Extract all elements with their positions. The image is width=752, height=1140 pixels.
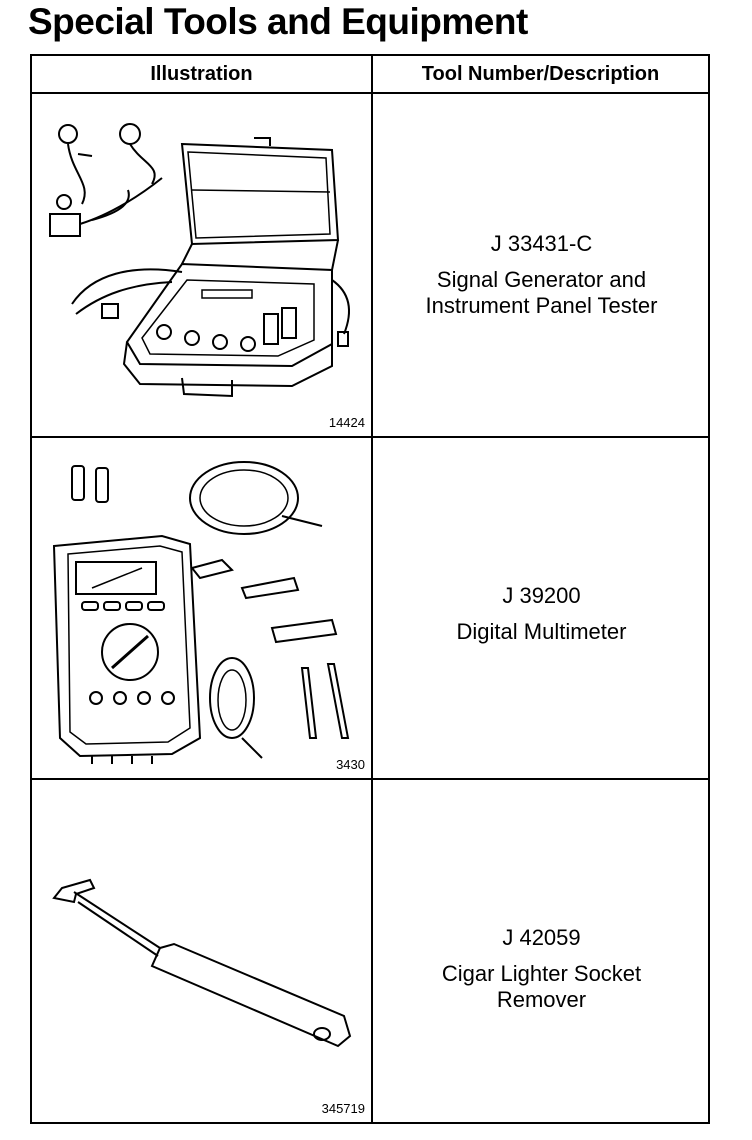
- cigar-lighter-socket-remover-icon: [52, 878, 352, 1048]
- tool-number: J 42059: [502, 925, 581, 950]
- signal-generator-tester-kit-icon: [49, 123, 350, 398]
- tool-number: J 33431-C: [490, 231, 593, 256]
- figure-number: 14424: [328, 415, 365, 430]
- tools-table: Illustration Tool Number/Description: [30, 54, 710, 1124]
- figure-number: 345719: [321, 1101, 365, 1116]
- table-row: 345719 J 42059 Cigar Lighter Socket Remo…: [32, 780, 708, 1122]
- header-tool-number-description: Tool Number/Description: [421, 63, 660, 85]
- table-header-row: Illustration Tool Number/Description: [32, 56, 708, 94]
- tool-description: Cigar Lighter Socket Remover: [441, 961, 642, 1012]
- digital-multimeter-icon: [52, 461, 350, 764]
- tool-description-cell: J 33431-C Signal Generator and Instrumen…: [373, 94, 710, 446]
- header-illustration: Illustration: [150, 63, 253, 85]
- figure-number: 3430: [336, 757, 365, 772]
- column-divider: [371, 56, 373, 1122]
- tool-description: Digital Multimeter: [456, 619, 627, 644]
- tool-number: J 39200: [502, 583, 581, 608]
- illustration-cell: 345719: [32, 780, 371, 1122]
- table-row: 3430 J 39200 Digital Multimeter: [32, 438, 708, 780]
- page-title: Special Tools and Equipment: [28, 1, 528, 42]
- illustration-cell: 3430: [32, 438, 371, 778]
- illustration-cell: 14424: [32, 94, 371, 436]
- tool-description-cell: J 39200 Digital Multimeter: [373, 438, 710, 784]
- tool-description: Signal Generator and Instrument Panel Te…: [425, 267, 658, 318]
- tool-description-cell: J 42059 Cigar Lighter Socket Remover: [373, 780, 710, 1140]
- table-row: 14424 J 33431-C Signal Generator and Ins…: [32, 94, 708, 438]
